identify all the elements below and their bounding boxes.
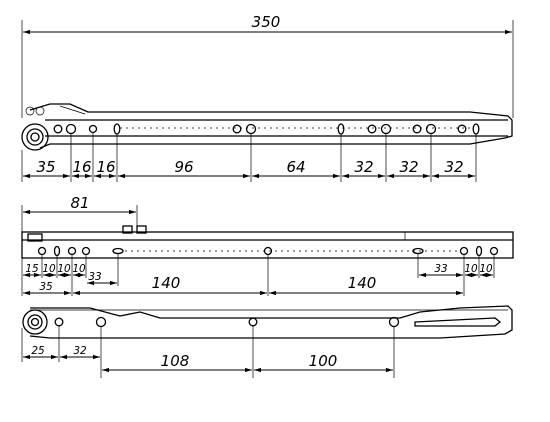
roller-wheel-bottom (22, 309, 48, 335)
dim-top-32c: 32 (444, 158, 463, 176)
top-chain-dimensions: 35 16 16 96 64 32 32 32 (21, 133, 477, 182)
middle-slide-part (21, 225, 514, 259)
bottom-slide-part (22, 305, 513, 339)
dim-middle-10d: 10 (464, 263, 478, 275)
dim-middle-140b: 140 (348, 274, 377, 292)
dim-top-64: 64 (286, 158, 305, 176)
dim-middle-10e: 10 (479, 263, 493, 275)
roller-wheel (21, 123, 49, 151)
dim-top-16a: 16 (72, 158, 91, 176)
bottom-dimensions: 25 32 108 100 (21, 326, 395, 378)
dim-bottom-108: 108 (161, 352, 190, 370)
dim-top-35: 35 (36, 158, 55, 176)
dim-middle-10c: 10 (72, 263, 86, 275)
dim-top-16b: 16 (96, 158, 115, 176)
dim-bottom-100: 100 (309, 352, 338, 370)
dim-top-32b: 32 (399, 158, 418, 176)
dim-bottom-32: 32 (73, 345, 87, 357)
dim-bottom-25: 25 (31, 345, 45, 357)
dim-middle-140a: 140 (152, 274, 181, 292)
top-slide-part (21, 103, 513, 151)
dim-middle-35: 35 (39, 281, 53, 293)
dim-middle-15: 15 (25, 263, 39, 275)
dim-middle-10a: 10 (42, 263, 56, 275)
dim-overall: 350 (252, 13, 281, 31)
middle-chain-dimensions: 15 10 10 10 33 35 140 140 33 10 10 (21, 254, 495, 296)
dim-middle-10b: 10 (57, 263, 71, 275)
dim-middle-33a: 33 (88, 271, 101, 283)
dim-middle-81: 81 (70, 194, 89, 212)
middle-dim-81: 81 (21, 194, 138, 232)
dim-top-96: 96 (174, 158, 193, 176)
dim-top-32a: 32 (354, 158, 373, 176)
dim-middle-33b: 33 (434, 263, 447, 275)
overall-dimension: 350 (21, 13, 514, 118)
